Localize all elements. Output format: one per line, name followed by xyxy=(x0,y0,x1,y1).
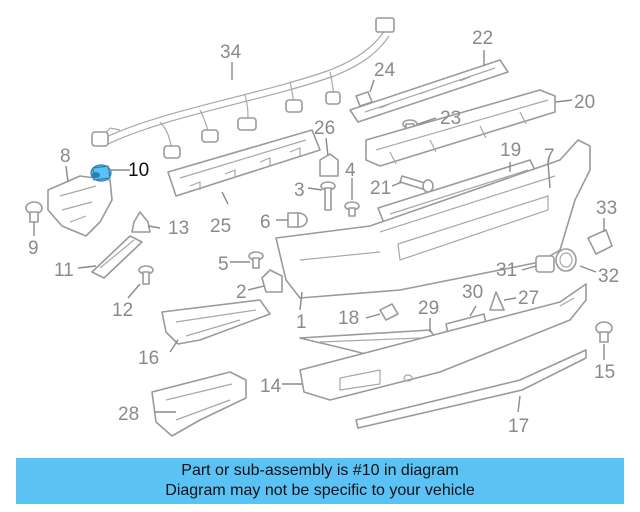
callout-14: 14 xyxy=(260,376,282,397)
info-banner: Part or sub-assembly is #10 in diagram D… xyxy=(16,458,624,504)
callout-11: 11 xyxy=(54,260,74,281)
callout-31: 31 xyxy=(496,260,517,281)
bolt-3-part xyxy=(320,181,336,211)
side-bracket-8-part xyxy=(47,175,113,237)
screw-12-part xyxy=(138,265,154,285)
impact-bar-part xyxy=(167,129,321,197)
callout-9: 9 xyxy=(28,238,39,259)
clip-24-part xyxy=(355,91,373,107)
diffuser-14-part xyxy=(299,283,587,401)
clip-15-part xyxy=(595,321,613,343)
bracket-33-part xyxy=(587,229,613,255)
plug-6-part xyxy=(287,212,308,228)
callout-32: 32 xyxy=(598,266,619,287)
clip-4-part xyxy=(344,201,360,217)
bracket-16-part xyxy=(161,299,271,345)
callout-4: 4 xyxy=(345,160,356,181)
callout-20: 20 xyxy=(574,92,595,113)
callout-23: 23 xyxy=(440,108,461,129)
callout-24: 24 xyxy=(374,60,396,81)
fastener-26-part xyxy=(319,153,339,177)
part-10-highlighted xyxy=(90,164,112,182)
upper-bracket-part xyxy=(349,59,509,123)
bracket-28-part xyxy=(151,371,247,437)
callout-10: 10 xyxy=(128,160,149,181)
callout-13: 13 xyxy=(168,218,189,239)
bracket-2-part xyxy=(261,269,283,293)
callout-19: 19 xyxy=(500,140,521,161)
sensor-31-part xyxy=(535,255,555,273)
callout-12: 12 xyxy=(112,300,133,321)
callout-21: 21 xyxy=(370,178,391,199)
banner-line-disclaimer: Diagram may not be specific to your vehi… xyxy=(165,482,475,499)
screw-21-part xyxy=(399,175,434,193)
bumper-cover-part xyxy=(275,139,591,299)
callout-15: 15 xyxy=(594,362,615,383)
banner-line-part-number: Part or sub-assembly is #10 in diagram xyxy=(181,462,459,479)
callout-25: 25 xyxy=(210,216,231,237)
callout-2: 2 xyxy=(236,282,247,303)
ring-32-part xyxy=(555,248,577,272)
callout-7: 7 xyxy=(544,146,555,167)
bracket-11-part xyxy=(91,235,143,279)
energy-absorber-part xyxy=(365,89,556,167)
callout-17: 17 xyxy=(508,416,529,437)
callout-5: 5 xyxy=(218,254,229,275)
callout-33: 33 xyxy=(596,198,617,219)
leader-lines xyxy=(33,50,605,413)
callout-34: 34 xyxy=(220,42,242,63)
callout-22: 22 xyxy=(472,28,493,49)
callout-28: 28 xyxy=(118,404,139,425)
parts-diagram: 1 2 3 4 5 6 7 8 9 10 11 12 13 14 15 16 1… xyxy=(25,17,619,437)
callout-6: 6 xyxy=(260,212,271,233)
callout-8: 8 xyxy=(60,146,71,167)
clip-9-part xyxy=(25,201,43,223)
screw-5-part xyxy=(248,251,264,269)
callout-16: 16 xyxy=(138,348,159,369)
lower-strip-17-part xyxy=(355,349,587,429)
wiring-harness-part xyxy=(91,17,395,159)
callout-27: 27 xyxy=(518,288,539,309)
callout-1: 1 xyxy=(296,312,307,333)
callout-29: 29 xyxy=(418,298,439,319)
retainer-13-part xyxy=(131,211,151,233)
callout-30: 30 xyxy=(462,282,483,303)
callout-18: 18 xyxy=(338,308,359,329)
clip-27-part xyxy=(489,291,505,311)
callout-3: 3 xyxy=(294,180,305,201)
clip-18-part xyxy=(379,303,399,321)
callout-26: 26 xyxy=(314,118,335,139)
